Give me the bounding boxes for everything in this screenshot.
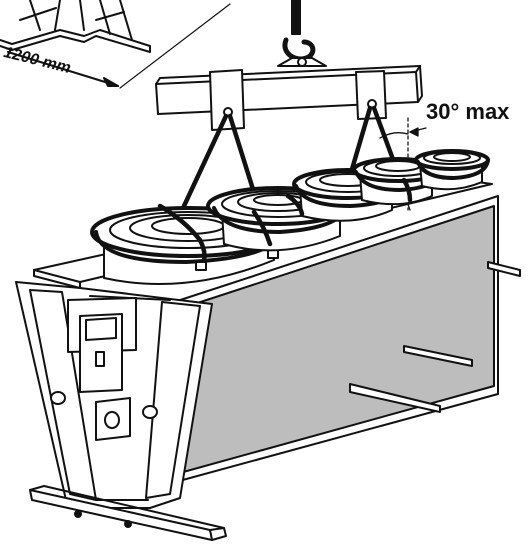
control-box <box>67 297 137 441</box>
skid-rails <box>29 261 521 541</box>
sling-wraps <box>157 177 413 263</box>
fan-guard-icon <box>90 149 490 285</box>
dimension-line <box>7 3 231 89</box>
end-frame <box>15 281 213 509</box>
inset-base-detail <box>0 0 151 53</box>
spreader-beam <box>155 65 423 131</box>
crane-hook <box>277 0 327 67</box>
max-angle-label: 30° max <box>426 99 510 124</box>
